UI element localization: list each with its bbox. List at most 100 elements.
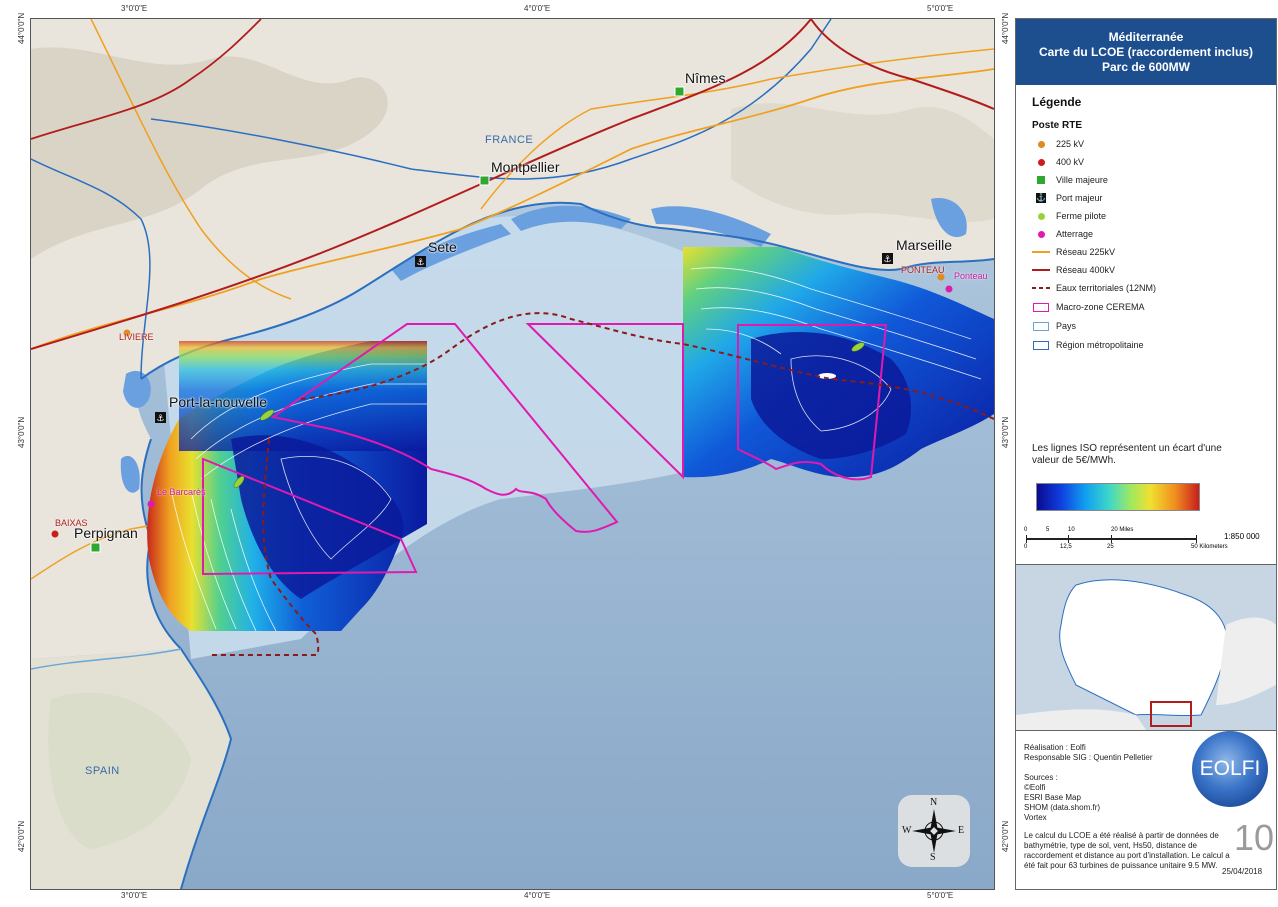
- line-225kv-icon: [1032, 251, 1050, 253]
- label-perpignan: Perpignan: [74, 525, 138, 541]
- pilot-farm-icon: [1037, 212, 1045, 220]
- title-line-1: Méditerranée: [1108, 30, 1184, 44]
- coord-left-44n: 44°0'0"N: [17, 12, 26, 44]
- map-canvas[interactable]: ⚓ ⚓ ⚓: [31, 19, 994, 889]
- inset-neighbours: [1216, 617, 1276, 705]
- coord-left-43n: 43°0'0"N: [17, 416, 26, 448]
- label-liviere: LIVIERE: [119, 332, 154, 342]
- compass-labels: N S W E: [900, 796, 968, 866]
- legend-item-reseau-225: Réseau 225kV: [1032, 245, 1115, 259]
- coord-top-5e: 5°0'0"E: [927, 4, 954, 13]
- legend-item-ferme: Ferme pilote: [1032, 209, 1106, 223]
- landing-barcares-icon[interactable]: [147, 500, 155, 508]
- legend-subtitle: Poste RTE: [1032, 120, 1083, 131]
- svg-text:⚓: ⚓: [416, 258, 424, 268]
- iso-lines-east: [690, 267, 982, 432]
- city-marker-montpellier[interactable]: [479, 175, 490, 186]
- scale-km-25: 25: [1107, 544, 1114, 550]
- inset-france: [1059, 579, 1228, 717]
- network-400kv-east: [810, 19, 994, 110]
- legend-item-400kv: 400 kV: [1032, 155, 1084, 169]
- city-marker-nimes[interactable]: [674, 86, 685, 97]
- dashed-line-icon: [1032, 287, 1050, 289]
- port-marseille-icon[interactable]: ⚓: [882, 253, 893, 265]
- legend-item-pays: Pays: [1032, 319, 1076, 333]
- label-france: FRANCE: [485, 134, 534, 146]
- substation-225kv-icon: [1037, 140, 1045, 148]
- inset-map[interactable]: [1016, 564, 1276, 731]
- scale-miles-10: 10: [1068, 527, 1075, 533]
- scale-miles-20: 20 Miles: [1111, 527, 1134, 533]
- lcoe-core-west: [231, 435, 404, 599]
- lagoon-leucate: [120, 455, 140, 493]
- credit-source-1: ©Eolfi: [1024, 783, 1046, 792]
- eolfi-logo: EOLFI: [1192, 731, 1268, 807]
- coord-right-42n: 42°0'0"N: [1001, 820, 1010, 852]
- scale-miles-0: 0: [1024, 527, 1028, 533]
- landing-ponteau-icon[interactable]: [945, 285, 953, 293]
- credit-source-4: Vortex: [1024, 813, 1047, 822]
- label-sete: Sete: [428, 239, 457, 255]
- country-box-icon: [1033, 321, 1049, 331]
- network-400kv-north: [31, 19, 262, 140]
- map-frame[interactable]: ⚓ ⚓ ⚓: [30, 18, 995, 890]
- port-sete-icon[interactable]: ⚓: [415, 256, 426, 268]
- coord-top-3e: 3°0'0"E: [121, 4, 148, 13]
- lagoon-vaccares: [651, 206, 771, 247]
- substation-ponteau-icon[interactable]: [937, 273, 945, 281]
- compass-box: [898, 795, 970, 867]
- substation-liviere-icon[interactable]: [123, 329, 131, 337]
- pilot-farms[interactable]: [232, 341, 865, 489]
- map-title: Méditerranée Carte du LCOE (raccordement…: [1016, 19, 1276, 85]
- lagoon-bages: [123, 370, 151, 408]
- city-marker-perpignan[interactable]: [90, 542, 101, 553]
- lcoe-color-ramp: [1036, 483, 1200, 511]
- scale-km-12: 12,5: [1060, 544, 1072, 550]
- eolfi-logo-text: EOLFI: [1199, 757, 1261, 780]
- scale-km-0: 0: [1024, 544, 1028, 550]
- coord-right-44n: 44°0'0"N: [1001, 12, 1010, 44]
- coord-top-4e: 4°0'0"E: [524, 4, 551, 13]
- iso-note: Les lignes ISO représentent un écart d'u…: [1032, 443, 1222, 466]
- compass-n: N: [930, 797, 938, 808]
- title-line-3: Parc de 600MW: [1101, 60, 1191, 74]
- inset-map-svg: [1016, 579, 1276, 730]
- lcoe-exclusion-east: [818, 373, 836, 379]
- territorial-waters: [300, 312, 994, 420]
- title-line-2: Carte du LCOE (raccordement inclus): [1038, 45, 1254, 59]
- territorial-waters-west: [211, 438, 320, 656]
- lagoon-berre: [931, 198, 967, 238]
- coord-left-42n: 42°0'0"N: [17, 820, 26, 852]
- label-baixas: BAIXAS: [55, 518, 88, 528]
- credits-block: Réalisation : Eolfi Responsable SIG : Qu…: [1024, 743, 1224, 823]
- macro-zone-cerema: [202, 323, 888, 576]
- credit-source-2: ESRI Base Map: [1024, 793, 1081, 802]
- legend-item-reseau-400: Réseau 400kV: [1032, 263, 1115, 277]
- credit-responsable: Responsable SIG : Quentin Pelletier: [1024, 753, 1153, 762]
- credit-sources-title: Sources :: [1024, 773, 1058, 782]
- substation-400kv-icon: [1037, 158, 1045, 166]
- label-port-la-nouvelle: Port-la-nouvelle: [169, 394, 268, 410]
- label-marseille: Marseille: [896, 237, 953, 253]
- region-boundary: [150, 19, 832, 180]
- scale-ratio: 1:850 000: [1224, 532, 1260, 541]
- network-225kv: [31, 68, 994, 350]
- substation-baixas-icon[interactable]: [51, 530, 59, 538]
- compass-s: S: [930, 852, 936, 863]
- city-square-icon: [1037, 176, 1045, 184]
- port-la-nouvelle-icon[interactable]: ⚓: [155, 412, 166, 424]
- legend-item-225kv: 225 kV: [1032, 137, 1084, 151]
- macro-zone-box-icon: [1033, 302, 1049, 312]
- legend-item-atterrage: Atterrage: [1032, 227, 1093, 241]
- page-number: 10: [1234, 817, 1275, 858]
- compass-rose-icon: [912, 809, 956, 853]
- label-ponteau-substation: PONTEAU: [901, 265, 945, 275]
- lcoe-method-note: Le calcul du LCOE a été réalisé à partir…: [1024, 831, 1230, 870]
- scale-km-50: 50 Kilometers: [1191, 544, 1228, 550]
- scale-bar: 0 5 10 20 Miles 0 12,5 25 50 Kilometers …: [1016, 525, 1276, 557]
- region-boundary-west: [31, 158, 151, 380]
- map-date: 25/04/2018: [1222, 867, 1263, 876]
- coord-bottom-3e: 3°0'0"E: [121, 891, 148, 900]
- coord-bottom-4e: 4°0'0"E: [524, 891, 551, 900]
- credit-source-3: SHOM (data.shom.fr): [1024, 803, 1101, 812]
